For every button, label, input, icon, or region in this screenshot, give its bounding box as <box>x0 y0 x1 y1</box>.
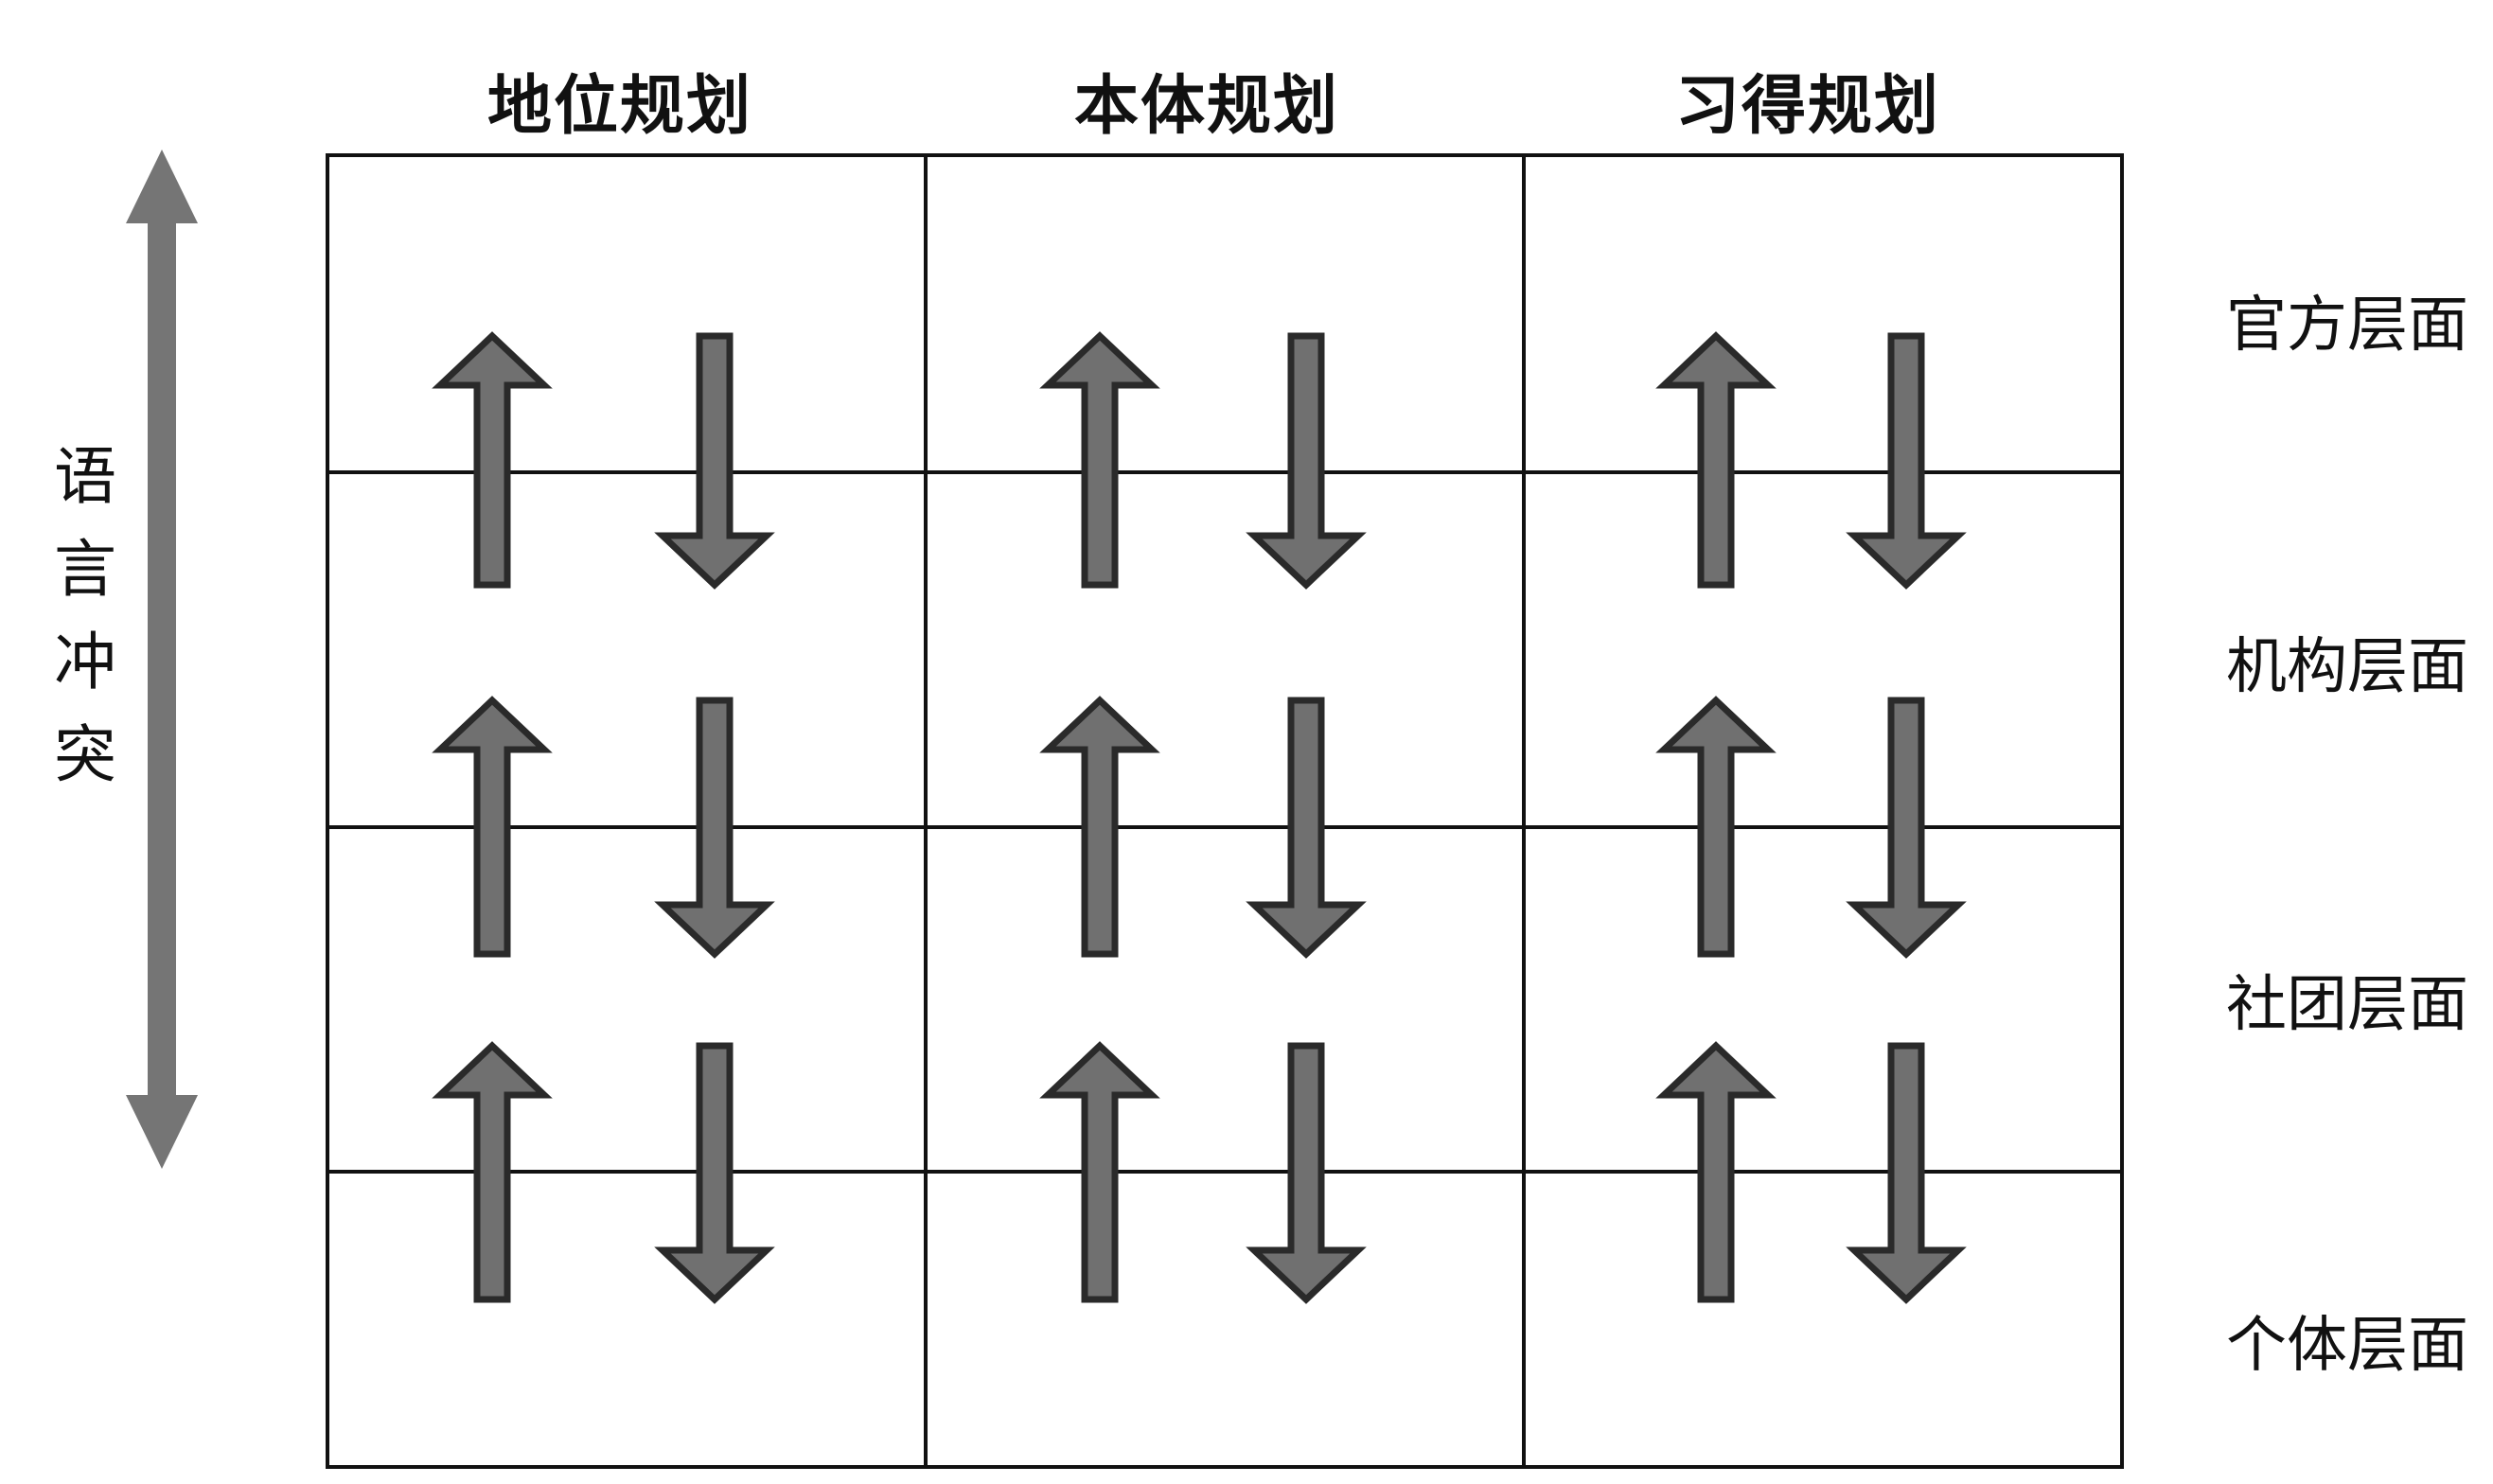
down-arrow-icon <box>1846 332 1967 590</box>
side-label-char-4: 突 <box>54 718 116 791</box>
planning-grid <box>326 153 2124 1469</box>
up-arrow-icon <box>432 331 553 589</box>
down-arrow-icon <box>654 697 775 959</box>
down-arrow-icon <box>654 1042 775 1304</box>
down-arrow-icon <box>1246 1042 1367 1304</box>
up-arrow-icon <box>1655 1041 1777 1303</box>
up-arrow-icon <box>432 1041 553 1303</box>
side-label-char-3: 冲 <box>54 626 116 698</box>
grid-border <box>326 153 2124 1469</box>
side-label-char-2: 言 <box>54 533 116 606</box>
down-arrow-icon <box>654 332 775 590</box>
up-arrow-icon <box>1039 1041 1160 1303</box>
up-arrow-icon <box>1655 696 1777 958</box>
row-label-institutional: 机构层面 <box>2226 632 2468 702</box>
up-arrow-icon <box>1039 696 1160 958</box>
row-label-official: 官方层面 <box>2226 291 2468 361</box>
column-header-corpus-planning: 本体规划 <box>1073 69 1339 144</box>
column-header-status-planning: 地位规划 <box>486 69 752 144</box>
up-arrow-icon <box>432 696 553 958</box>
language-conflict-double-arrow-icon <box>126 150 198 1169</box>
column-header-acquisition-planning: 习得规划 <box>1674 69 1940 144</box>
up-arrow-icon <box>1039 331 1160 589</box>
down-arrow-icon <box>1846 697 1967 959</box>
language-conflict-label: 语 言 冲 突 <box>47 431 123 802</box>
row-label-community: 社团层面 <box>2226 970 2468 1040</box>
row-label-individual: 个体层面 <box>2226 1311 2468 1381</box>
down-arrow-icon <box>1246 332 1367 590</box>
down-arrow-icon <box>1846 1042 1967 1304</box>
down-arrow-icon <box>1246 697 1367 959</box>
side-label-char-1: 语 <box>54 440 116 513</box>
up-arrow-icon <box>1655 331 1777 589</box>
